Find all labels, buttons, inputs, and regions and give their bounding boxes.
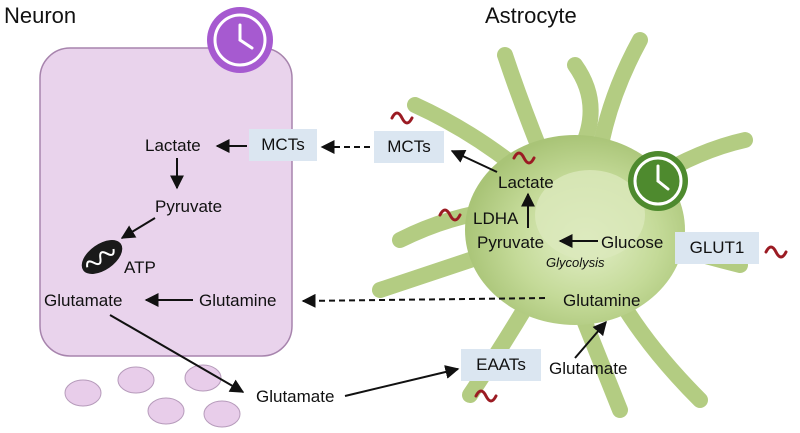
synaptic-vesicles — [64, 364, 241, 428]
astrocyte-pyruvate-label: Pyruvate — [477, 233, 545, 252]
neuron-title: Neuron — [4, 3, 77, 28]
astrocyte-cell — [372, 32, 753, 418]
neuron-pyruvate-label: Pyruvate — [155, 197, 223, 216]
arrow-lactate-to-mcts — [450, 149, 498, 173]
mitochondrion-icon — [81, 240, 123, 274]
neuron-lactate-label: Lactate — [145, 136, 201, 155]
astrocyte-glutamine-label: Glutamine — [563, 291, 641, 310]
neuron-mcts-box: MCTs — [249, 129, 317, 161]
neuron-cell — [39, 47, 293, 357]
astrocyte-glutamate-label: Glutamate — [549, 359, 628, 378]
glycolysis-label: Glycolysis — [546, 255, 605, 270]
arrow-synaptic-glutamate-to-eaats — [344, 365, 460, 397]
neuron-glutamine-label: Glutamine — [199, 291, 277, 310]
clock-icon — [628, 151, 688, 211]
glut1-box: GLUT1 — [675, 232, 759, 264]
rhythm-wave-icon — [438, 208, 462, 222]
arrow-pyruvate-to-mitochondrion — [120, 217, 156, 239]
arrow-glutamate-release — [109, 314, 245, 393]
rhythm-wave-icon — [764, 245, 788, 259]
rhythm-wave-icon — [512, 151, 536, 165]
rhythm-wave-icon — [474, 389, 498, 403]
ldha-label: LDHA — [473, 209, 519, 228]
neuron-glutamate-label: Glutamate — [44, 291, 123, 310]
eaats-box: EAATs — [461, 349, 541, 381]
atp-label: ATP — [124, 258, 156, 277]
clock-icon — [207, 7, 273, 73]
astrocyte-mcts-box: MCTs — [374, 131, 444, 163]
astrocyte-lactate-label: Lactate — [498, 173, 554, 192]
astrocyte-title: Astrocyte — [485, 3, 577, 28]
arrow-glutamate-to-glutamine-astro — [574, 320, 607, 359]
synaptic-glutamate-label: Glutamate — [256, 387, 335, 406]
rhythm-wave-icon — [390, 111, 414, 125]
arrow-glutamine-shuttle — [301, 293, 546, 308]
glucose-label: Glucose — [601, 233, 664, 252]
